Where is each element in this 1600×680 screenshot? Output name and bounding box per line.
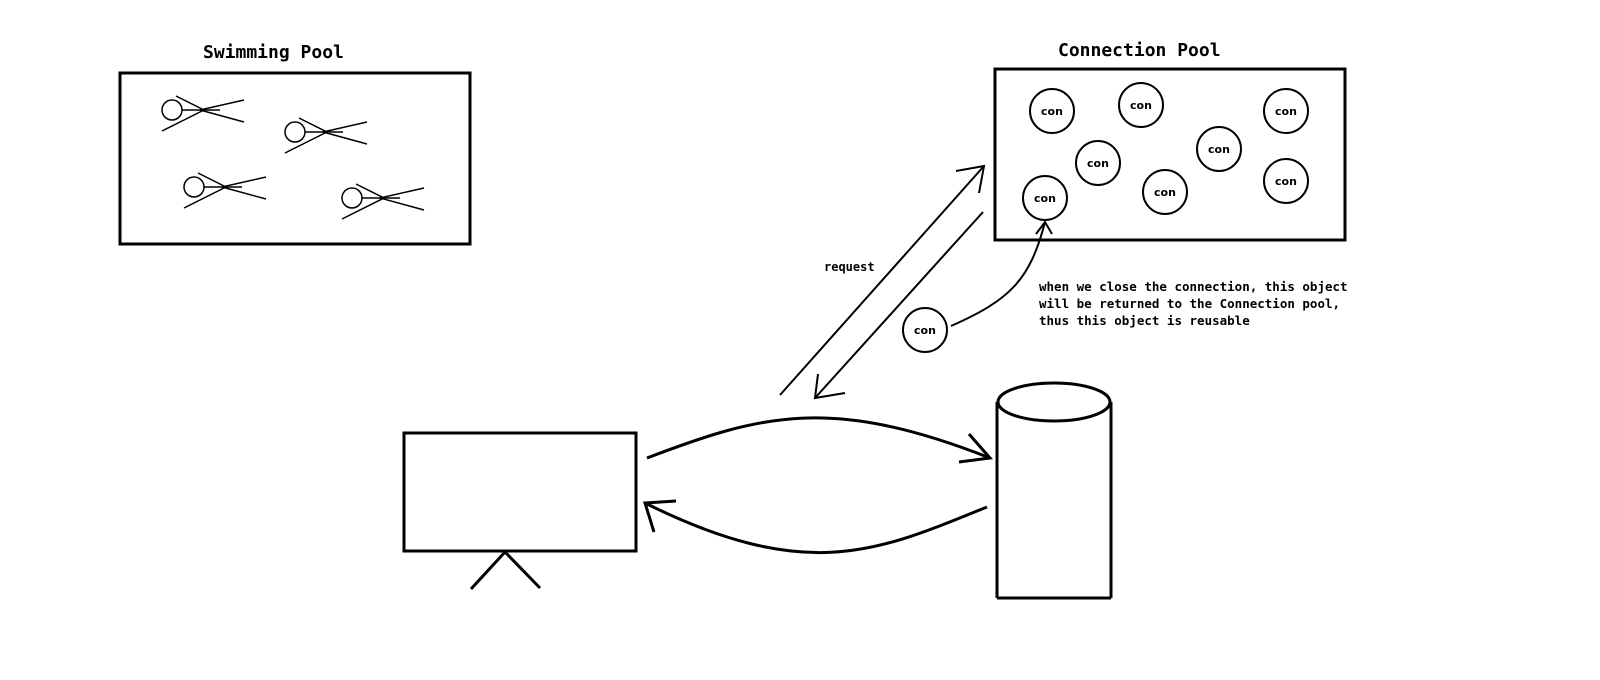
connection-pool-title: Connection Pool [1058, 40, 1221, 61]
note-line-3: thus this object is reusable [1039, 313, 1250, 328]
client-to-database-arrow [646, 416, 993, 464]
database-icon [995, 381, 1113, 600]
svg-text:con: con [1208, 143, 1230, 156]
connection-object: con [1263, 158, 1309, 204]
note-line-1: when we close the connection, this objec… [1039, 279, 1348, 294]
connection-pool-box [993, 67, 1347, 242]
returned-connection-object: con [902, 307, 948, 353]
connection-return-note: when we close the connection, this objec… [1039, 278, 1348, 329]
svg-text:con: con [914, 324, 936, 337]
request-label: request [824, 260, 875, 274]
svg-text:con: con [1087, 157, 1109, 170]
connection-object: con [1142, 169, 1188, 215]
svg-text:con: con [1130, 99, 1152, 112]
swimmer-icon [341, 183, 425, 220]
swimmer-icon [161, 95, 245, 132]
database-to-client-arrow [643, 499, 988, 555]
connection-object: con [1029, 88, 1075, 134]
connection-response-arrow [813, 211, 984, 400]
connection-object: con [1263, 88, 1309, 134]
connection-object: con [1118, 82, 1164, 128]
svg-text:con: con [1154, 186, 1176, 199]
return-to-pool-arrow [950, 220, 1053, 327]
connection-object: con [1022, 175, 1068, 221]
svg-text:con: con [1275, 175, 1297, 188]
swimming-pool-box [118, 71, 472, 246]
connection-object: con [1196, 126, 1242, 172]
connection-object: con [1075, 140, 1121, 186]
swimmer-icon [183, 172, 267, 209]
svg-text:con: con [1034, 192, 1056, 205]
swimmer-icon [284, 117, 368, 154]
svg-text:con: con [1275, 105, 1297, 118]
client-monitor-icon [402, 431, 638, 591]
request-arrow [779, 164, 986, 396]
note-line-2: will be returned to the Connection pool, [1039, 296, 1341, 311]
svg-text:con: con [1041, 105, 1063, 118]
swimming-pool-title: Swimming Pool [203, 42, 344, 63]
